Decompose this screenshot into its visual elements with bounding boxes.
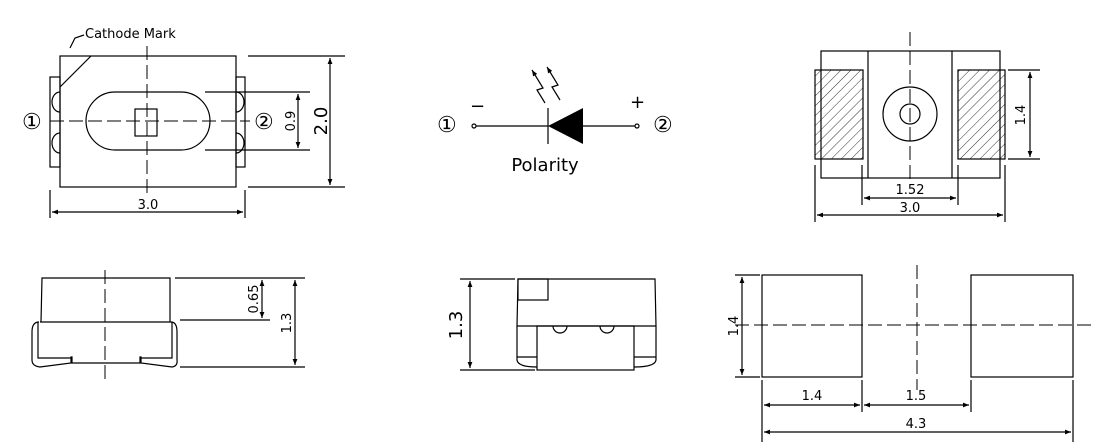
footprint: 1.4 1.4 1.5 4.3 (727, 265, 1095, 442)
dim-height-side: 1.3 (280, 313, 295, 334)
dim-lens: 0.9 (284, 111, 299, 132)
plus-sign: + (630, 92, 645, 113)
end-view: 1.3 (446, 278, 657, 371)
pin1-label: ① (22, 110, 42, 135)
dim-gap: 1.52 (896, 183, 925, 198)
pin2-label: ② (254, 110, 274, 135)
polarity-title: Polarity (511, 155, 579, 176)
dim-pad-height: 1.4 (727, 316, 742, 337)
top-view: Cathode Mark ① ② 2.0 0.9 3.0 (22, 27, 345, 218)
dim-lens-height: 0.65 (247, 285, 262, 314)
dim-pad-width: 1.4 (802, 389, 823, 404)
dim-height-end: 1.3 (446, 311, 467, 340)
polarity-symbol: ① ② − + Polarity (437, 66, 673, 176)
side-view: 0.65 1.3 (31, 270, 305, 380)
diode-icon (548, 108, 583, 144)
polarity-pin2: ② (653, 113, 673, 138)
dim-width: 3.0 (138, 198, 159, 213)
dim-height: 2.0 (311, 107, 332, 136)
cathode-mark-label: Cathode Mark (85, 27, 176, 42)
bottom-view: 1.4 1.52 3.0 (814, 32, 1040, 222)
minus-sign: − (470, 96, 485, 117)
dim-pad: 1.4 (1014, 105, 1029, 126)
polarity-pin1: ① (437, 113, 457, 138)
dim-total: 4.3 (906, 417, 927, 432)
pad-right (957, 69, 1006, 160)
dim-width-bottom: 3.0 (900, 201, 921, 216)
pad-left (814, 69, 864, 160)
dim-gap-footprint: 1.5 (906, 389, 927, 404)
